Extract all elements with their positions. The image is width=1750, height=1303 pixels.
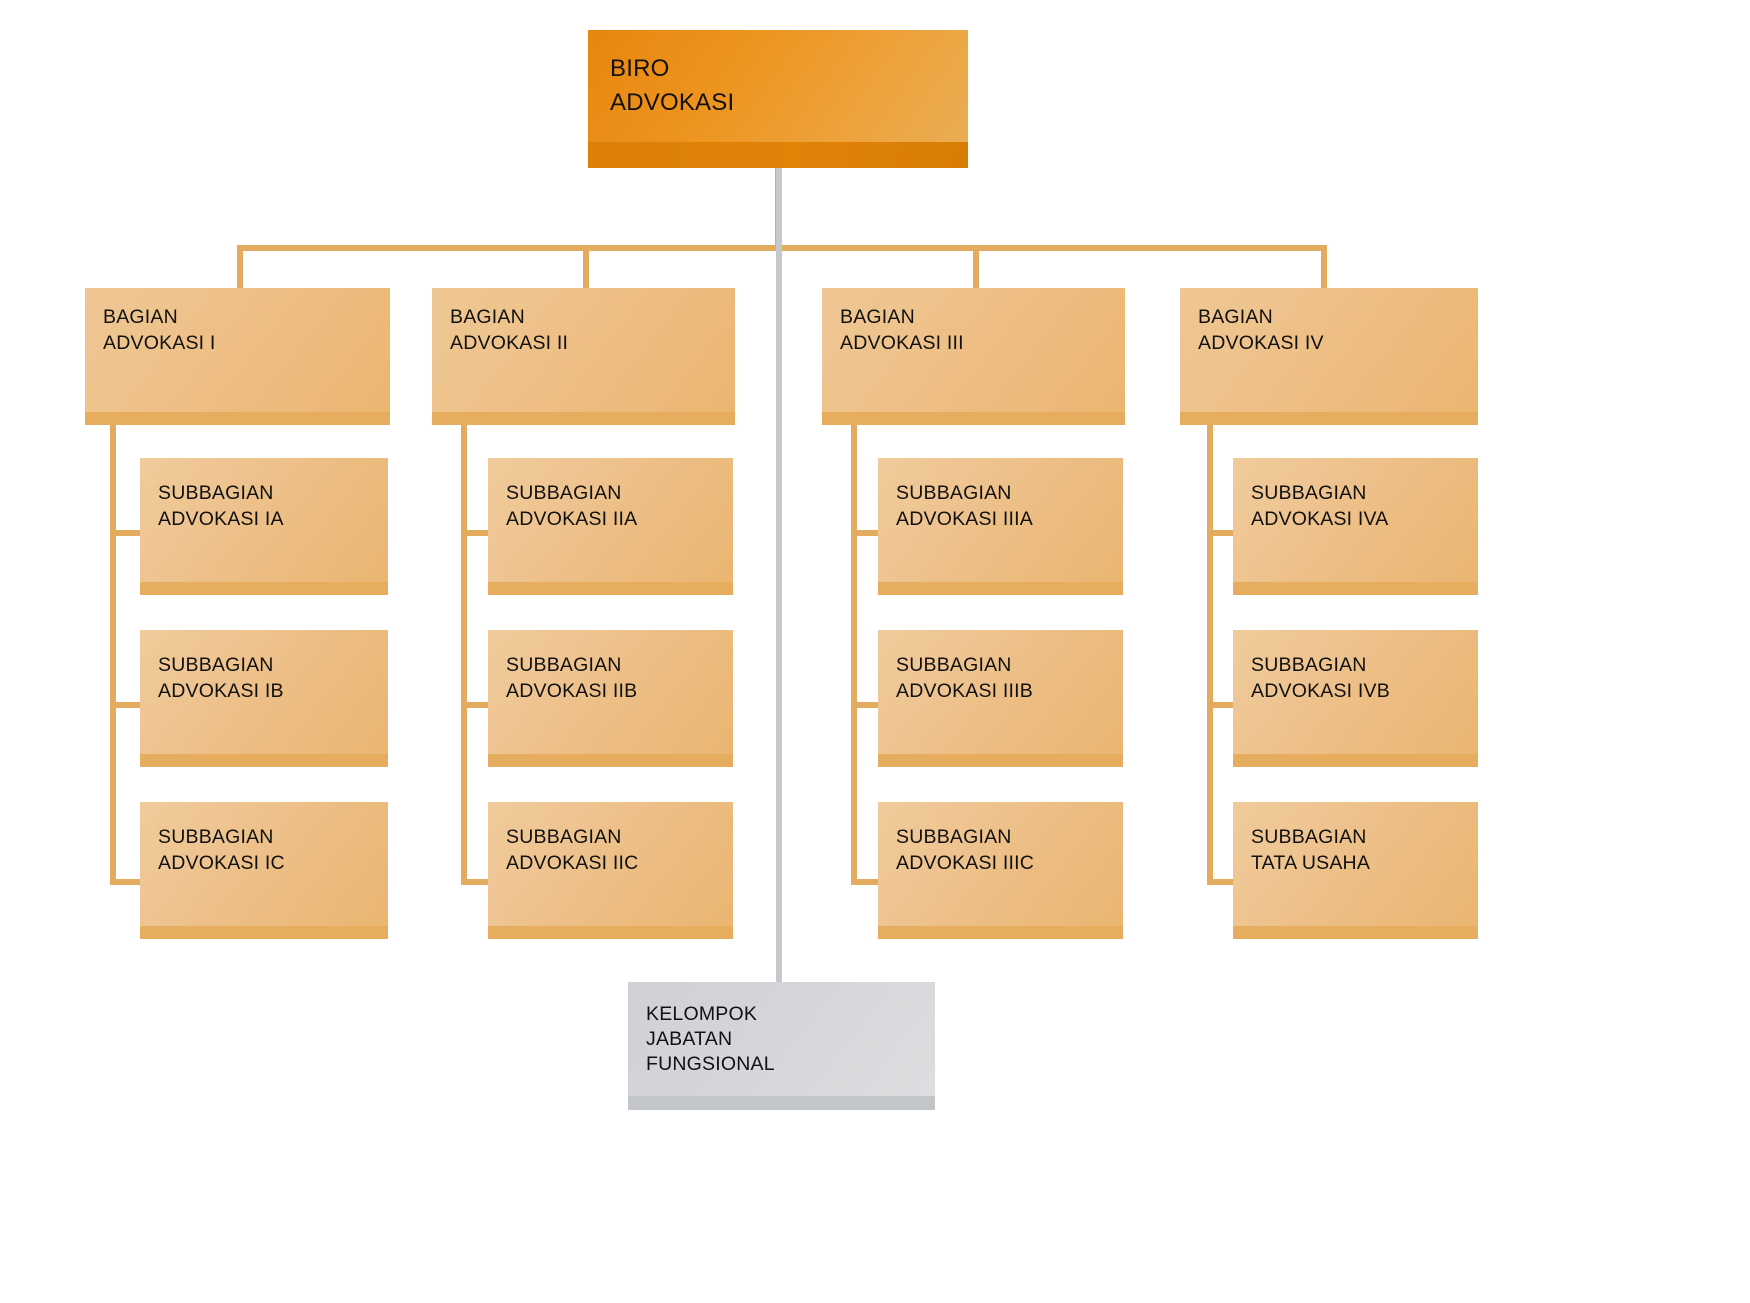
node-base-band bbox=[140, 926, 388, 939]
connector-stub-3-b bbox=[851, 702, 883, 708]
node-base-band bbox=[878, 582, 1123, 595]
node-base-band bbox=[488, 926, 733, 939]
node-surface bbox=[140, 802, 388, 939]
node-label: SUBBAGIAN ADVOKASI IVB bbox=[1251, 654, 1390, 702]
node-bagian-3[interactable]: BAGIAN ADVOKASI III bbox=[822, 288, 1125, 425]
node-surface bbox=[822, 288, 1125, 425]
node-surface bbox=[878, 458, 1123, 595]
node-base-band bbox=[1233, 582, 1478, 595]
node-base-band bbox=[1233, 754, 1478, 767]
connector-drop-bagian-2 bbox=[583, 245, 589, 290]
node-label: SUBBAGIAN ADVOKASI IIA bbox=[506, 482, 638, 530]
connector-stub-3-a bbox=[851, 530, 883, 536]
node-base-band bbox=[822, 412, 1125, 425]
node-surface bbox=[878, 630, 1123, 767]
node-base-band bbox=[85, 412, 390, 425]
connector-stub-4-b bbox=[1207, 702, 1239, 708]
node-subbagian-3-c[interactable]: SUBBAGIAN ADVOKASI IIIC bbox=[878, 802, 1123, 939]
node-subbagian-4-c[interactable]: SUBBAGIAN TATA USAHA bbox=[1233, 802, 1478, 939]
node-label: SUBBAGIAN ADVOKASI IIC bbox=[506, 826, 639, 874]
node-subbagian-2-b[interactable]: SUBBAGIAN ADVOKASI IIB bbox=[488, 630, 733, 767]
node-subbagian-1-c[interactable]: SUBBAGIAN ADVOKASI IC bbox=[140, 802, 388, 939]
node-biro-advokasi[interactable]: BIRO ADVOKASI bbox=[588, 30, 968, 168]
connector-stub-1-c bbox=[110, 879, 142, 885]
node-bagian-1[interactable]: BAGIAN ADVOKASI I bbox=[85, 288, 390, 425]
connector-spine-col-2 bbox=[461, 425, 467, 885]
node-subbagian-4-a[interactable]: SUBBAGIAN ADVOKASI IVA bbox=[1233, 458, 1478, 595]
node-label: SUBBAGIAN ADVOKASI IIIC bbox=[896, 826, 1035, 874]
node-subbagian-3-b[interactable]: SUBBAGIAN ADVOKASI IIIB bbox=[878, 630, 1123, 767]
node-bagian-2[interactable]: BAGIAN ADVOKASI II bbox=[432, 288, 735, 425]
node-subbagian-1-a[interactable]: SUBBAGIAN ADVOKASI IA bbox=[140, 458, 388, 595]
connector-stub-2-a bbox=[461, 530, 493, 536]
node-surface bbox=[488, 802, 733, 939]
node-base-band bbox=[432, 412, 735, 425]
connector-stub-2-c bbox=[461, 879, 493, 885]
node-base-band bbox=[1180, 412, 1478, 425]
node-base-band bbox=[488, 754, 733, 767]
node-label: BAGIAN ADVOKASI I bbox=[103, 306, 216, 354]
node-subbagian-3-a[interactable]: SUBBAGIAN ADVOKASI IIIA bbox=[878, 458, 1123, 595]
node-surface bbox=[140, 630, 388, 767]
connector-spine-col-1 bbox=[110, 425, 116, 885]
node-surface bbox=[1233, 802, 1478, 939]
node-surface bbox=[628, 982, 935, 1110]
node-surface bbox=[1180, 288, 1478, 425]
node-base-band bbox=[140, 754, 388, 767]
connector-drop-bagian-4 bbox=[1321, 245, 1327, 290]
node-bagian-4[interactable]: BAGIAN ADVOKASI IV bbox=[1180, 288, 1478, 425]
connector-stub-4-c bbox=[1207, 879, 1239, 885]
node-label: BAGIAN ADVOKASI II bbox=[450, 306, 569, 354]
node-surface bbox=[85, 288, 390, 425]
connector-stub-3-c bbox=[851, 879, 883, 885]
node-label: SUBBAGIAN ADVOKASI IVA bbox=[1251, 482, 1389, 530]
node-label: SUBBAGIAN ADVOKASI IB bbox=[158, 654, 284, 702]
node-label: KELOMPOK JABATAN FUNGSIONAL bbox=[646, 1003, 775, 1075]
node-base-band bbox=[628, 1096, 935, 1110]
node-label: SUBBAGIAN ADVOKASI IA bbox=[158, 482, 284, 530]
node-label: SUBBAGIAN ADVOKASI IIIA bbox=[896, 482, 1033, 530]
connector-horizontal-bus bbox=[237, 245, 1327, 251]
node-subbagian-2-a[interactable]: SUBBAGIAN ADVOKASI IIA bbox=[488, 458, 733, 595]
node-surface bbox=[140, 458, 388, 595]
node-surface bbox=[432, 288, 735, 425]
connector-drop-bagian-3 bbox=[973, 245, 979, 290]
node-label: SUBBAGIAN ADVOKASI IC bbox=[158, 826, 285, 874]
node-base-band bbox=[488, 582, 733, 595]
connector-spine-col-4 bbox=[1207, 425, 1213, 885]
connector-staff-spine bbox=[776, 168, 782, 990]
node-base-band bbox=[1233, 926, 1478, 939]
node-surface bbox=[488, 458, 733, 595]
node-surface bbox=[878, 802, 1123, 939]
connector-spine-col-3 bbox=[851, 425, 857, 885]
node-base-band bbox=[878, 754, 1123, 767]
node-subbagian-2-c[interactable]: SUBBAGIAN ADVOKASI IIC bbox=[488, 802, 733, 939]
node-base-band bbox=[588, 142, 968, 168]
node-surface bbox=[488, 630, 733, 767]
connector-stub-4-a bbox=[1207, 530, 1239, 536]
node-label: BAGIAN ADVOKASI III bbox=[840, 306, 964, 354]
node-subbagian-4-b[interactable]: SUBBAGIAN ADVOKASI IVB bbox=[1233, 630, 1478, 767]
node-label: BAGIAN ADVOKASI IV bbox=[1198, 306, 1324, 354]
node-label: SUBBAGIAN ADVOKASI IIIB bbox=[896, 654, 1033, 702]
node-surface bbox=[1233, 458, 1478, 595]
connector-drop-bagian-1 bbox=[237, 245, 243, 290]
connector-stub-1-b bbox=[110, 702, 142, 708]
node-base-band bbox=[140, 582, 388, 595]
node-base-band bbox=[878, 926, 1123, 939]
node-label: BIRO ADVOKASI bbox=[610, 55, 735, 116]
node-kelompok-jabatan-fungsional[interactable]: KELOMPOK JABATAN FUNGSIONAL bbox=[628, 982, 935, 1110]
connector-stub-1-a bbox=[110, 530, 142, 536]
node-subbagian-1-b[interactable]: SUBBAGIAN ADVOKASI IB bbox=[140, 630, 388, 767]
node-label: SUBBAGIAN TATA USAHA bbox=[1251, 826, 1371, 874]
node-label: SUBBAGIAN ADVOKASI IIB bbox=[506, 654, 638, 702]
connector-stub-2-b bbox=[461, 702, 493, 708]
node-surface bbox=[1233, 630, 1478, 767]
